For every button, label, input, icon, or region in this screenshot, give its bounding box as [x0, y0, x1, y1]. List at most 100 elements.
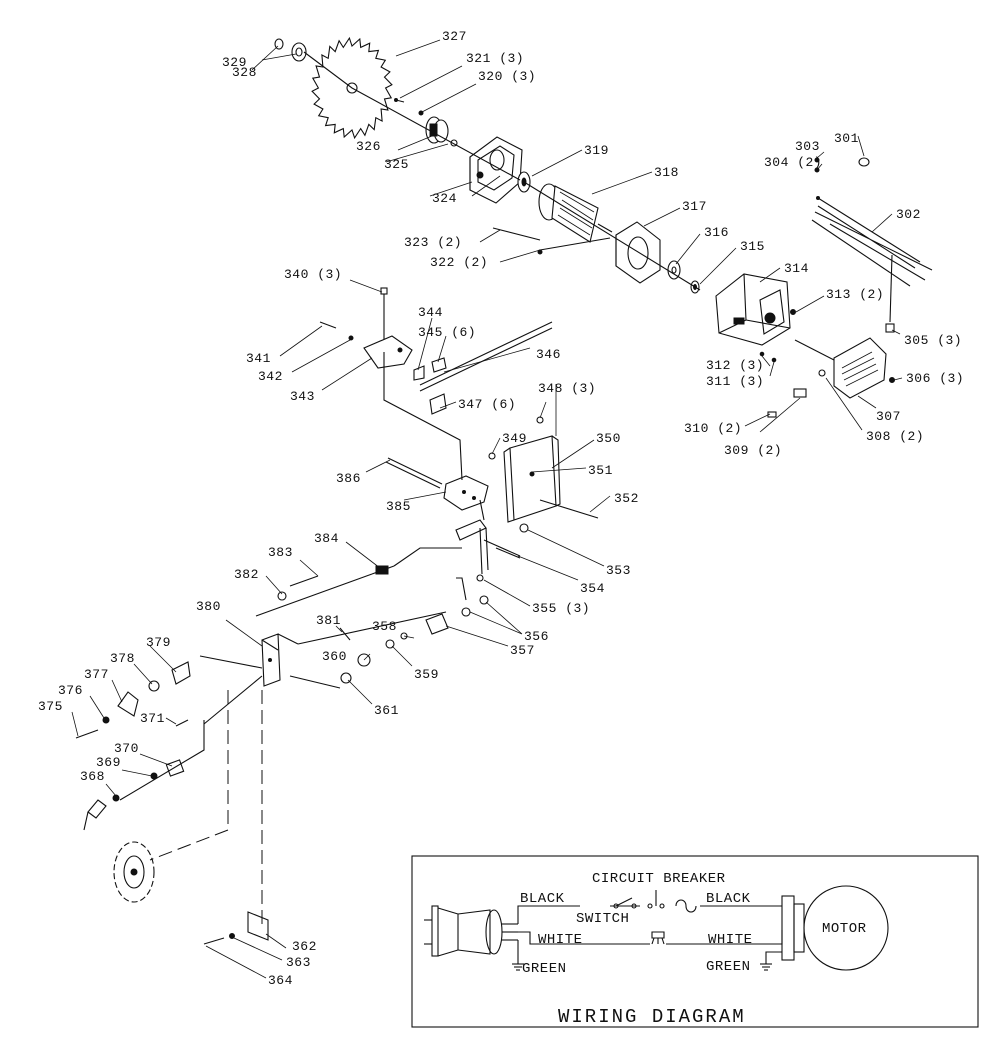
callout-356: 356 — [524, 629, 549, 644]
clip-379 — [171, 661, 191, 685]
callout-368: 368 — [80, 769, 105, 784]
callout-317: 317 — [682, 199, 707, 214]
callout-381: 381 — [316, 613, 341, 628]
screw-383 — [289, 575, 319, 587]
callout-378: 378 — [110, 651, 135, 666]
screw-352 — [539, 499, 599, 519]
label-black-left: BLACK — [520, 891, 565, 907]
callout-375: 375 — [38, 699, 63, 714]
label-white-left: WHITE — [538, 932, 583, 948]
nut-353 — [519, 523, 529, 533]
washer-382 — [277, 591, 287, 601]
callout-376: 376 — [58, 683, 83, 698]
callout-347: 347 (6) — [458, 397, 516, 412]
wiring-diagram-frame — [411, 855, 979, 1028]
plate-385 — [443, 475, 489, 511]
callout-344: 344 — [418, 305, 443, 320]
light-icon — [651, 931, 665, 945]
label-green-right: GREEN — [706, 959, 751, 975]
brush-cover — [833, 337, 887, 399]
callout-322: 322 (2) — [430, 255, 488, 270]
armature — [538, 183, 613, 243]
callout-383: 383 — [268, 545, 293, 560]
callout-357: 357 — [510, 643, 535, 658]
washer-342 — [348, 335, 354, 341]
callout-360: 360 — [322, 649, 347, 664]
washer-368 — [112, 794, 120, 802]
screw-312 — [759, 351, 765, 357]
screw-371 — [175, 719, 189, 727]
rod-386 — [387, 457, 443, 485]
screw-306 — [889, 377, 895, 383]
callout-307: 307 — [876, 409, 901, 424]
wiring-diagram: CIRCUIT BREAKER BLACK BLACK SWITCH WHITE… — [411, 855, 979, 1028]
rod-346 — [419, 321, 553, 386]
screw-308 — [818, 369, 826, 377]
callout-327: 327 — [442, 29, 467, 44]
label-switch: SWITCH — [576, 911, 629, 927]
callout-353: 353 — [606, 563, 631, 578]
power-cord — [811, 196, 933, 287]
callout-329: 329 — [222, 55, 247, 70]
callout-305: 305 (3) — [904, 333, 962, 348]
callout-369: 369 — [96, 755, 121, 770]
callout-371: 371 — [140, 711, 165, 726]
callout-361: 361 — [374, 703, 399, 718]
callout-319: 319 — [584, 143, 609, 158]
callout-306: 306 (3) — [906, 371, 964, 386]
motor-housing — [715, 273, 791, 346]
brush-305 — [885, 323, 895, 333]
label-green-left: GREEN — [522, 961, 567, 977]
callout-311: 311 (3) — [706, 374, 764, 389]
callout-382: 382 — [234, 567, 259, 582]
callout-384: 384 — [314, 531, 339, 546]
callout-310: 310 (2) — [684, 421, 742, 436]
leader-lines — [71, 39, 903, 979]
callout-359: 359 — [414, 667, 439, 682]
callout-325: 325 — [384, 157, 409, 172]
callout-303: 303 — [795, 139, 820, 154]
screw-364 — [203, 937, 225, 945]
callout-385: 385 — [386, 499, 411, 514]
callout-379: 379 — [146, 635, 171, 650]
callout-355: 355 (3) — [532, 601, 590, 616]
long-screw-323 — [492, 227, 541, 241]
bracket-377 — [117, 691, 139, 717]
motor-terminal-block — [781, 895, 795, 961]
bushing-370 — [165, 759, 185, 777]
switch-bracket — [503, 435, 561, 523]
clip-347 — [429, 393, 447, 415]
callout-302: 302 — [896, 207, 921, 222]
nut-349 — [488, 452, 496, 460]
washer-356a — [461, 607, 471, 617]
callout-354: 354 — [580, 581, 605, 596]
bracket-355 — [455, 519, 489, 582]
callout-350: 350 — [596, 431, 621, 446]
callout-351: 351 — [588, 463, 613, 478]
callout-318: 318 — [654, 165, 679, 180]
blade-washer — [291, 42, 307, 62]
callout-321: 321 (3) — [466, 51, 524, 66]
callout-380: 380 — [196, 599, 221, 614]
callout-316: 316 — [704, 225, 729, 240]
label-motor: MOTOR — [822, 921, 867, 937]
screw-313 — [790, 309, 796, 315]
callout-324: 324 — [432, 191, 457, 206]
callout-304: 304 (2) — [764, 155, 822, 170]
callout-364: 364 — [268, 973, 293, 988]
screw-375 — [75, 729, 99, 739]
strain-relief-301 — [858, 157, 870, 167]
callout-343: 343 — [290, 389, 315, 404]
callout-348: 348 (3) — [538, 381, 596, 396]
callout-314: 314 — [784, 261, 809, 276]
gear-housing — [469, 136, 523, 204]
callout-340: 340 (3) — [284, 267, 342, 282]
plug-icon — [424, 905, 518, 957]
screw-321 — [394, 98, 405, 103]
brush-holder — [767, 388, 807, 418]
bracket-343 — [363, 335, 413, 369]
callout-349: 349 — [502, 431, 527, 446]
callout-377: 377 — [84, 667, 109, 682]
bushing-357 — [425, 613, 449, 635]
